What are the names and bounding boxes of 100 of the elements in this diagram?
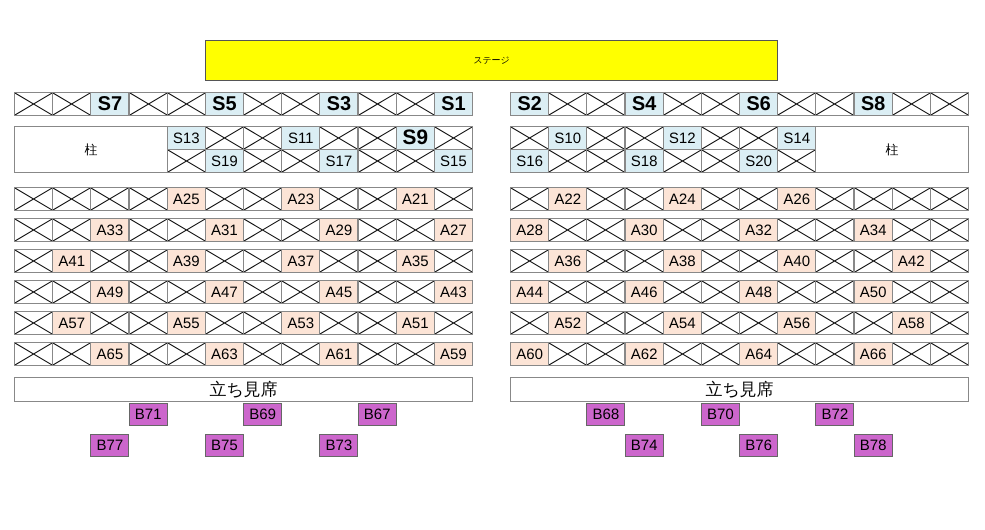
seat: A56	[777, 311, 816, 335]
unavailable-seat	[243, 149, 282, 173]
unavailable-seat	[396, 92, 435, 116]
stage-area: ステージ	[205, 40, 778, 81]
unavailable-seat	[662, 342, 702, 366]
unavailable-seat	[166, 342, 206, 366]
unavailable-seat	[14, 280, 54, 304]
unavailable-seat	[586, 187, 626, 211]
seat: A57	[52, 311, 92, 335]
unavailable-seat	[624, 311, 664, 335]
unavailable-seat	[319, 187, 358, 211]
unavailable-seat	[548, 280, 588, 304]
unavailable-seat	[930, 249, 969, 273]
seat: B75	[204, 434, 244, 457]
unavailable-seat	[548, 342, 588, 366]
unavailable-seat	[281, 280, 320, 304]
seat: B73	[319, 434, 358, 457]
seat: B74	[624, 434, 664, 457]
unavailable-seat	[396, 342, 435, 366]
unavailable-seat	[358, 149, 397, 173]
unavailable-seat	[586, 149, 626, 173]
unavailable-seat	[739, 187, 778, 211]
unavailable-seat	[930, 187, 969, 211]
seat: B76	[739, 434, 778, 457]
seat: B68	[586, 403, 626, 426]
seat: A28	[510, 218, 550, 242]
seat: A24	[662, 187, 702, 211]
unavailable-seat	[930, 342, 969, 366]
unavailable-seat	[243, 218, 282, 242]
unavailable-seat	[434, 126, 473, 150]
seat: A23	[281, 187, 320, 211]
unavailable-seat	[930, 218, 969, 242]
unavailable-seat	[90, 187, 130, 211]
seat: A55	[166, 311, 206, 335]
seat: A31	[204, 218, 244, 242]
unavailable-seat	[777, 149, 816, 173]
unavailable-seat	[52, 280, 92, 304]
unavailable-seat	[243, 342, 282, 366]
pillar-area: 柱	[815, 126, 969, 173]
seat: A58	[892, 311, 931, 335]
seat: A61	[319, 342, 358, 366]
unavailable-seat	[90, 249, 130, 273]
seat: A42	[892, 249, 931, 273]
unavailable-seat	[777, 218, 816, 242]
unavailable-seat	[586, 311, 626, 335]
unavailable-seat	[510, 126, 550, 150]
unavailable-seat	[700, 187, 740, 211]
unavailable-seat	[892, 280, 931, 304]
seat: S20	[739, 149, 778, 173]
unavailable-seat	[624, 126, 664, 150]
seat: S6	[739, 92, 778, 116]
seat: A66	[854, 342, 893, 366]
unavailable-seat	[662, 92, 702, 116]
unavailable-seat	[128, 92, 168, 116]
seat: A48	[739, 280, 778, 304]
unavailable-seat	[624, 187, 664, 211]
unavailable-seat	[128, 280, 168, 304]
seat: S3	[319, 92, 358, 116]
seat: S18	[624, 149, 664, 173]
unavailable-seat	[90, 311, 130, 335]
unavailable-seat	[586, 280, 626, 304]
seat: S17	[319, 149, 358, 173]
unavailable-seat	[930, 280, 969, 304]
seat: S14	[777, 126, 816, 150]
unavailable-seat	[319, 249, 358, 273]
unavailable-seat	[358, 280, 397, 304]
seat: S12	[662, 126, 702, 150]
seat: A49	[90, 280, 130, 304]
unavailable-seat	[204, 187, 244, 211]
seat: B71	[128, 403, 168, 426]
unavailable-seat	[281, 218, 320, 242]
unavailable-seat	[892, 92, 931, 116]
unavailable-seat	[128, 311, 168, 335]
unavailable-seat	[815, 342, 854, 366]
unavailable-seat	[739, 311, 778, 335]
seat: A35	[396, 249, 435, 273]
seat: A34	[854, 218, 893, 242]
unavailable-seat	[281, 92, 320, 116]
seat: S19	[204, 149, 244, 173]
standing-area: 立ち見席	[510, 377, 969, 402]
unavailable-seat	[243, 187, 282, 211]
unavailable-seat	[815, 249, 854, 273]
unavailable-seat	[52, 342, 92, 366]
pillar-area: 柱	[14, 126, 168, 173]
unavailable-seat	[930, 92, 969, 116]
unavailable-seat	[128, 342, 168, 366]
unavailable-seat	[166, 149, 206, 173]
seat: A50	[854, 280, 893, 304]
unavailable-seat	[700, 149, 740, 173]
unavailable-seat	[700, 126, 740, 150]
seat: B69	[243, 403, 282, 426]
seat: S16	[510, 149, 550, 173]
unavailable-seat	[128, 187, 168, 211]
unavailable-seat	[358, 92, 397, 116]
unavailable-seat	[586, 92, 626, 116]
unavailable-seat	[434, 187, 473, 211]
unavailable-seat	[662, 218, 702, 242]
unavailable-seat	[662, 280, 702, 304]
unavailable-seat	[52, 187, 92, 211]
seat: A59	[434, 342, 473, 366]
